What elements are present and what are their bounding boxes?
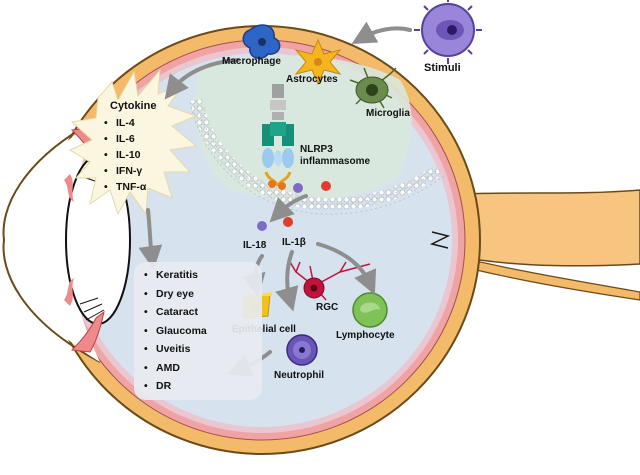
microglia-cell: [349, 67, 397, 109]
neutrophil-label: Neutrophil: [274, 370, 324, 381]
epithelial-label: Epithelial cell: [232, 324, 296, 335]
nlrp3-label-line2: inflammasome: [300, 156, 371, 167]
zonule-lower: [79, 297, 105, 321]
disease-list: Keratitis Dry eye Cataract Glaucoma Uvei…: [144, 266, 207, 396]
disease-item: DR: [144, 377, 207, 396]
disease-item: Cataract: [144, 303, 207, 322]
il1b-dot-inner: [321, 181, 331, 191]
il1b-label: IL-1β: [282, 237, 306, 248]
cytokine-item: TNF-α: [104, 179, 146, 195]
arrow-il1b-to-rgc: [275, 250, 299, 312]
astrocytes-label: Astrocytes: [286, 74, 338, 85]
il1b-dot: [283, 217, 293, 227]
il18-dot-inner: [293, 183, 303, 193]
disease-item: Uveitis: [144, 340, 207, 359]
nlrp3-label-line1: NLRP3: [300, 144, 333, 155]
cytokine-item: IFN-γ: [104, 163, 146, 179]
macrophage-label: Macrophage: [222, 56, 281, 67]
cytokine-item: IL-6: [104, 131, 146, 147]
lymphocyte-cell: [352, 292, 388, 328]
cytokine-item: IL-4: [104, 115, 146, 131]
arrow-macrophage-to-cytokine: [164, 58, 240, 100]
il18-label: IL-18: [243, 240, 267, 251]
arrow-stimuli-to-cells: [351, 21, 412, 44]
optic-nerve: [431, 189, 640, 267]
cytokine-title: Cytokine: [110, 100, 157, 112]
cytokine-item: IL-10: [104, 147, 146, 163]
stimuli-label: Stimuli: [424, 62, 461, 74]
cytokine-list: IL-4 IL-6 IL-10 IFN-γ TNF-α: [104, 115, 146, 195]
ciliary-upper: [64, 174, 74, 202]
disease-item: Glaucoma: [144, 322, 207, 341]
optic-disc: [429, 231, 451, 249]
neutrophil-cell: [286, 334, 318, 366]
disease-item: Dry eye: [144, 285, 207, 304]
il18-dot: [257, 221, 267, 231]
arrow-cytokine-to-diseases: [138, 208, 163, 270]
rgc-label: RGC: [316, 302, 339, 313]
cornea: [2, 117, 101, 363]
ciliary-lower: [64, 278, 74, 306]
microglia-label: Microglia: [366, 108, 410, 119]
nlrp3-inflammasome-graphic: [262, 84, 294, 190]
stimuli-cell: [414, 0, 482, 64]
anterior-chamber: [13, 118, 100, 362]
lymphocyte-label: Lymphocyte: [336, 330, 395, 341]
arrow-inflammasome-down: [269, 194, 308, 223]
iris-lower: [70, 310, 105, 353]
disease-item: Keratitis: [144, 266, 207, 285]
optic-nerve-lower-sheath: [427, 249, 640, 301]
macrophage-cell: [242, 24, 281, 59]
arrow-il1b-to-lymphocyte: [316, 242, 377, 295]
disease-item: AMD: [144, 359, 207, 378]
astrocytes-cell: [294, 38, 342, 86]
